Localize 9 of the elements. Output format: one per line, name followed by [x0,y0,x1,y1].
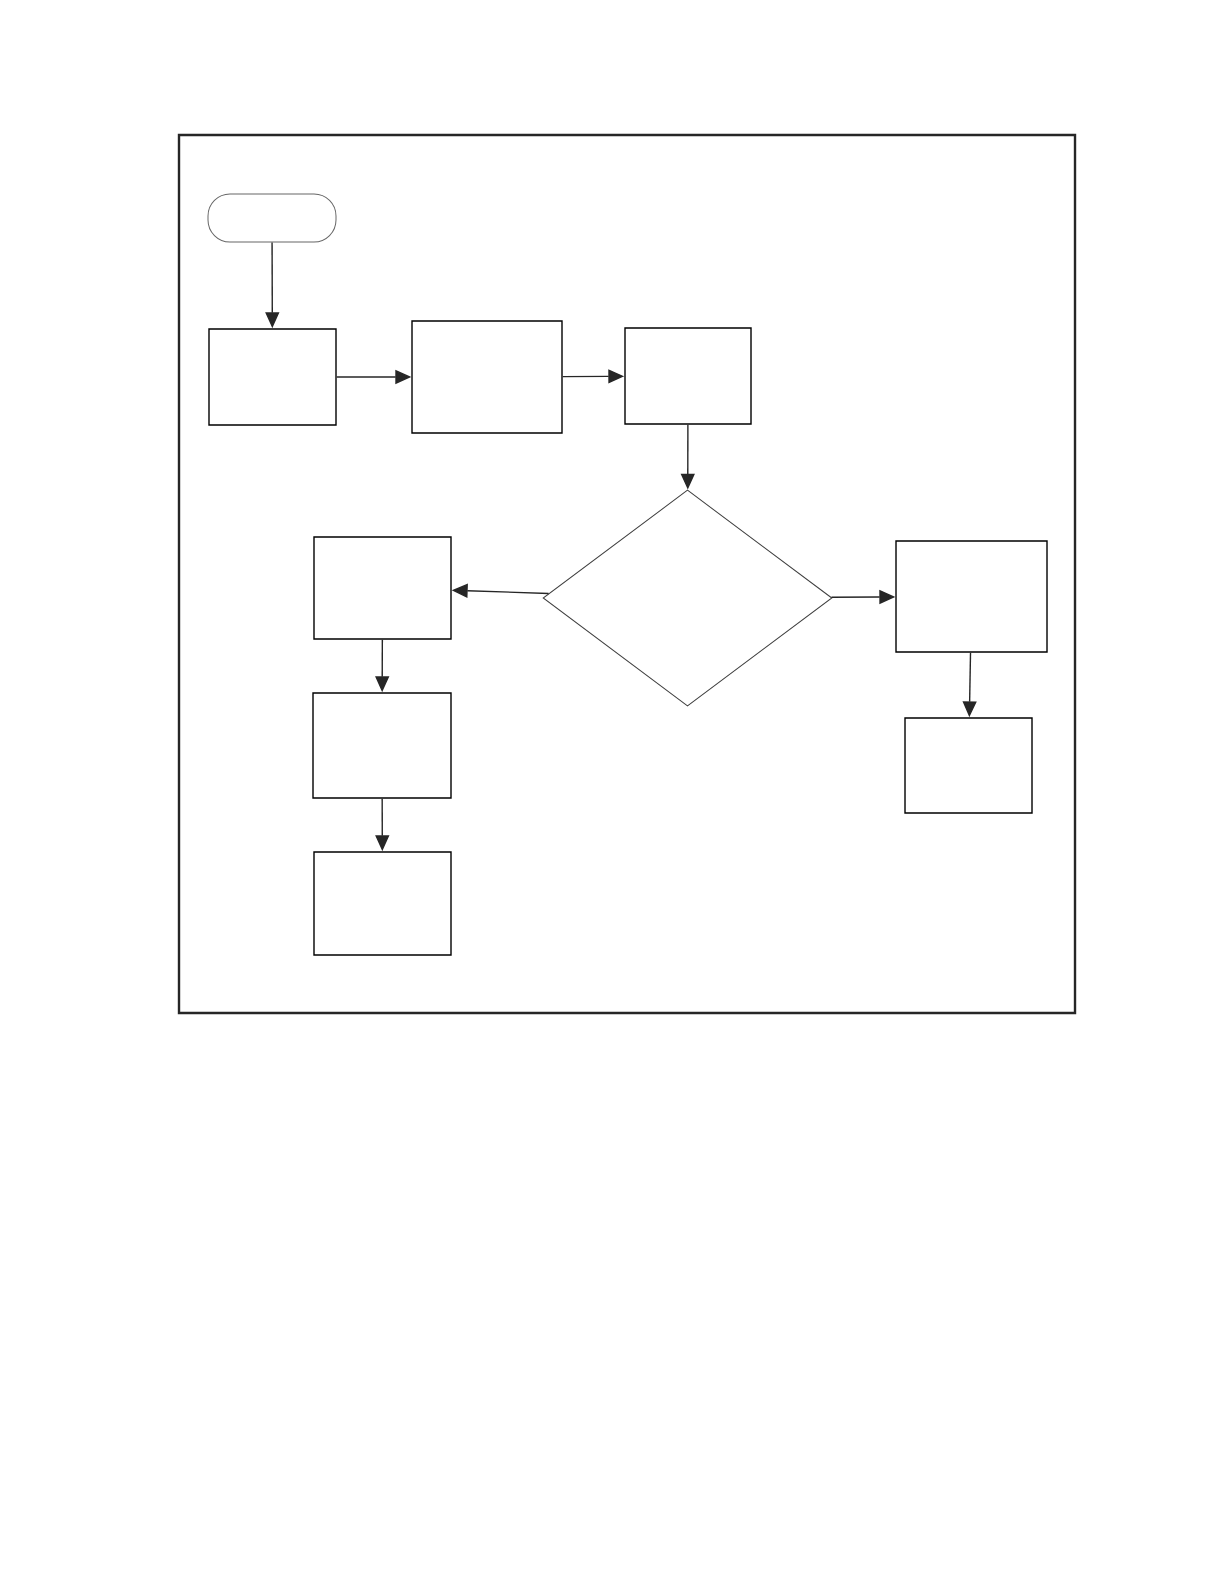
process-box [208,328,337,426]
process-box [895,540,1048,653]
process-box [312,692,452,799]
decision-diamond [542,489,833,707]
process-box [904,717,1033,814]
process-box [313,536,452,640]
process-box [624,327,752,425]
process-box [411,320,563,434]
process-box [313,851,452,956]
